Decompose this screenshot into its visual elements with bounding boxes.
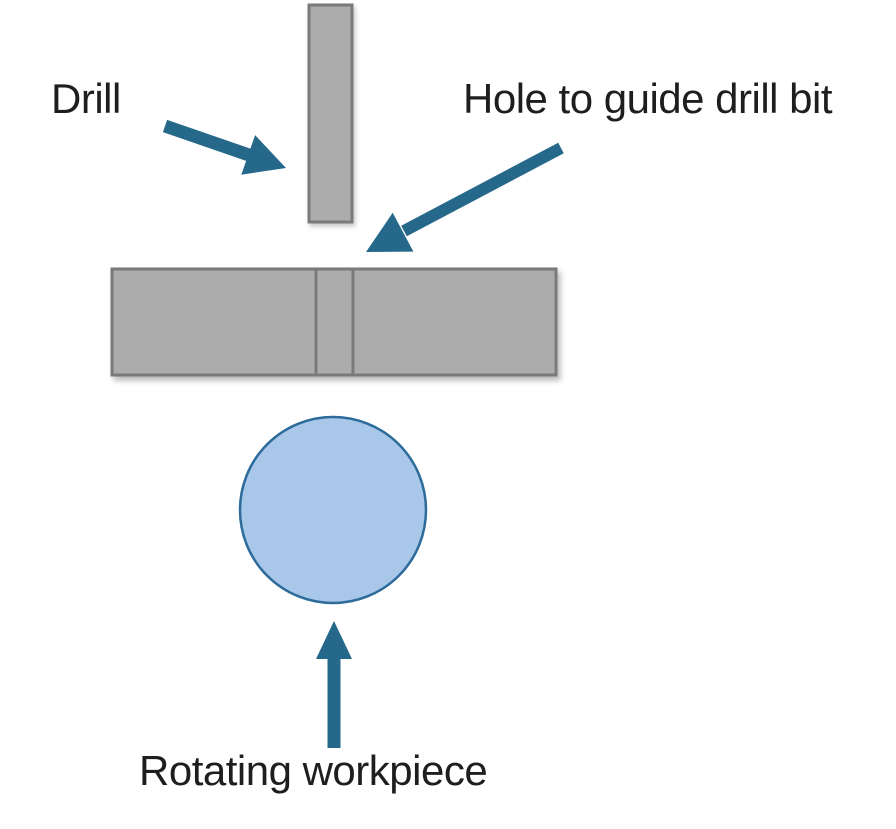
hole-arrow-head (366, 212, 414, 252)
drill-arrow-shaft (162, 119, 252, 162)
guide-plate-shape (110, 267, 558, 377)
guide-plate-rect (110, 267, 558, 377)
hole-arrow (366, 142, 564, 252)
drill-bit-shape (307, 3, 354, 224)
drill-arrow-head (241, 135, 286, 175)
drill-label: Drill (51, 75, 121, 122)
drill-arrow (162, 119, 286, 175)
hole-arrow-shaft (401, 142, 564, 237)
workpiece-arrow-head (316, 621, 352, 659)
workpiece-label: Rotating workpiece (139, 747, 488, 794)
workpiece-circle (238, 415, 428, 605)
workpiece-arrow (316, 621, 352, 748)
hole-label: Hole to guide drill bit (463, 75, 833, 122)
